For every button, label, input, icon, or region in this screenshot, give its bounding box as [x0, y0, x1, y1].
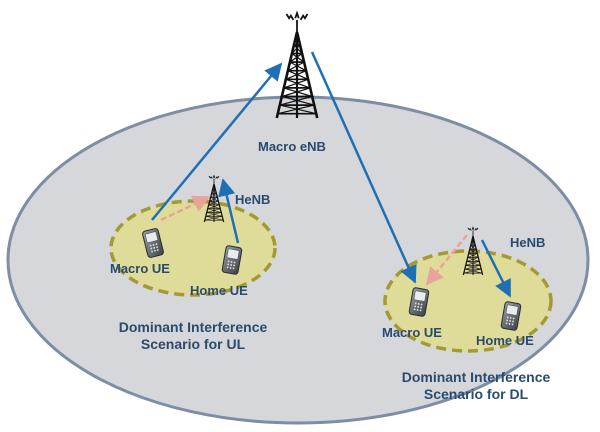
henb-coverage-ul: [109, 199, 277, 297]
macro-ue-ul-label: Macro UE: [110, 261, 170, 276]
macro-enb-label: Macro eNB: [258, 139, 326, 154]
home-ue-ul-label: Home UE: [190, 283, 248, 298]
home-ue-dl-label: Home UE: [476, 333, 534, 348]
ul-scenario-title: Dominant Interference Scenario for UL: [98, 319, 288, 353]
ul-scenario-title-line1: Dominant Interference: [118, 319, 268, 335]
dl-scenario-title-line1: Dominant Interference: [401, 369, 551, 385]
ul-home-uplink-arrow: [218, 178, 240, 244]
dl-scenario-title-line2: Scenario for DL: [423, 386, 529, 402]
henb-ul-label: HeNB: [235, 192, 271, 207]
dl-scenario-title: Dominant Interference Scenario for DL: [376, 369, 576, 403]
macro-ue-dl-label: Macro UE: [382, 325, 442, 340]
dl-home-downlink-arrow: [480, 239, 512, 298]
dl-macro-downlink-arrow: [310, 51, 417, 284]
dl-interference-arrow: [425, 234, 468, 286]
ul-scenario-title-line2: Scenario for UL: [140, 336, 246, 352]
henb-dl-label: HeNB: [510, 235, 546, 250]
ul-macro-uplink-arrow: [151, 62, 283, 221]
